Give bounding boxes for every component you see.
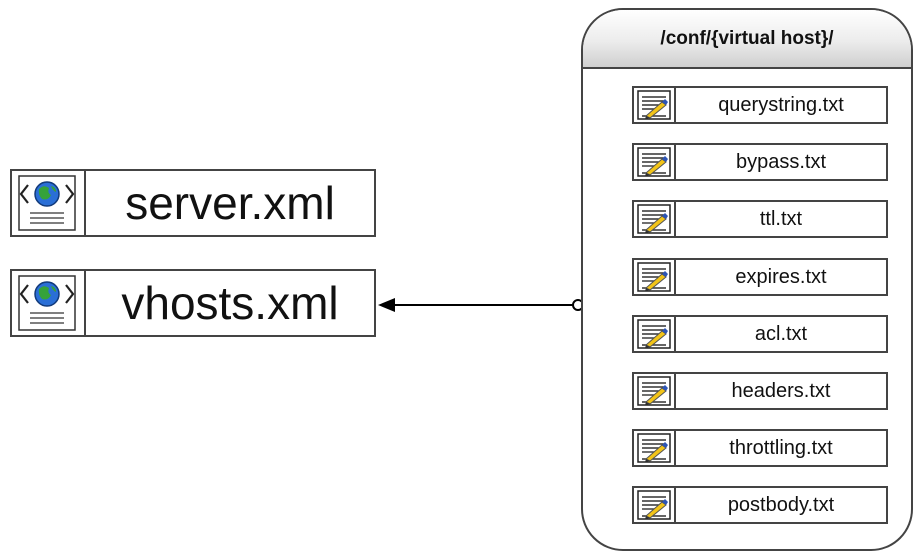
file-icon-cell <box>634 260 676 294</box>
file-label: acl.txt <box>754 322 808 345</box>
text-file-node[interactable]: querystring.txt <box>632 86 888 124</box>
folder-title: /conf/{virtual host}/ <box>583 10 911 69</box>
vhosts-xml-node[interactable]: vhosts.xml <box>10 269 376 337</box>
text-file-icon <box>637 490 671 520</box>
file-label: bypass.txt <box>735 150 827 173</box>
file-icon-cell <box>634 202 676 236</box>
xml-icon-cell <box>12 271 86 335</box>
text-file-icon <box>637 376 671 406</box>
text-file-icon <box>637 433 671 463</box>
xml-globe-icon <box>18 175 76 231</box>
text-file-icon <box>637 204 671 234</box>
xml-file-label: vhosts.xml <box>121 277 339 329</box>
text-file-node[interactable]: bypass.txt <box>632 143 888 181</box>
text-file-node[interactable]: postbody.txt <box>632 486 888 524</box>
text-file-node[interactable]: acl.txt <box>632 315 888 353</box>
text-file-icon <box>637 319 671 349</box>
arrowhead-icon <box>378 298 395 312</box>
file-label: headers.txt <box>731 379 831 402</box>
text-file-icon <box>637 262 671 292</box>
text-file-node[interactable]: expires.txt <box>632 258 888 296</box>
file-icon-cell <box>634 317 676 351</box>
file-label: postbody.txt <box>727 493 835 516</box>
xml-file-label: server.xml <box>125 177 335 229</box>
text-file-icon <box>637 147 671 177</box>
file-label: expires.txt <box>735 265 827 288</box>
text-file-node[interactable]: headers.txt <box>632 372 888 410</box>
file-label: ttl.txt <box>759 207 803 230</box>
file-label: querystring.txt <box>718 93 844 116</box>
server-xml-node[interactable]: server.xml <box>10 169 376 237</box>
file-icon-cell <box>634 374 676 408</box>
virtual-host-folder[interactable]: /conf/{virtual host}/ querystring.txt <box>581 8 913 551</box>
text-file-node[interactable]: ttl.txt <box>632 200 888 238</box>
file-icon-cell <box>634 88 676 122</box>
file-icon-cell <box>634 431 676 465</box>
xml-globe-icon <box>18 275 76 331</box>
file-label: throttling.txt <box>729 436 833 459</box>
xml-icon-cell <box>12 171 86 235</box>
file-icon-cell <box>634 145 676 179</box>
text-file-node[interactable]: throttling.txt <box>632 429 888 467</box>
text-file-icon <box>637 90 671 120</box>
file-icon-cell <box>634 488 676 522</box>
